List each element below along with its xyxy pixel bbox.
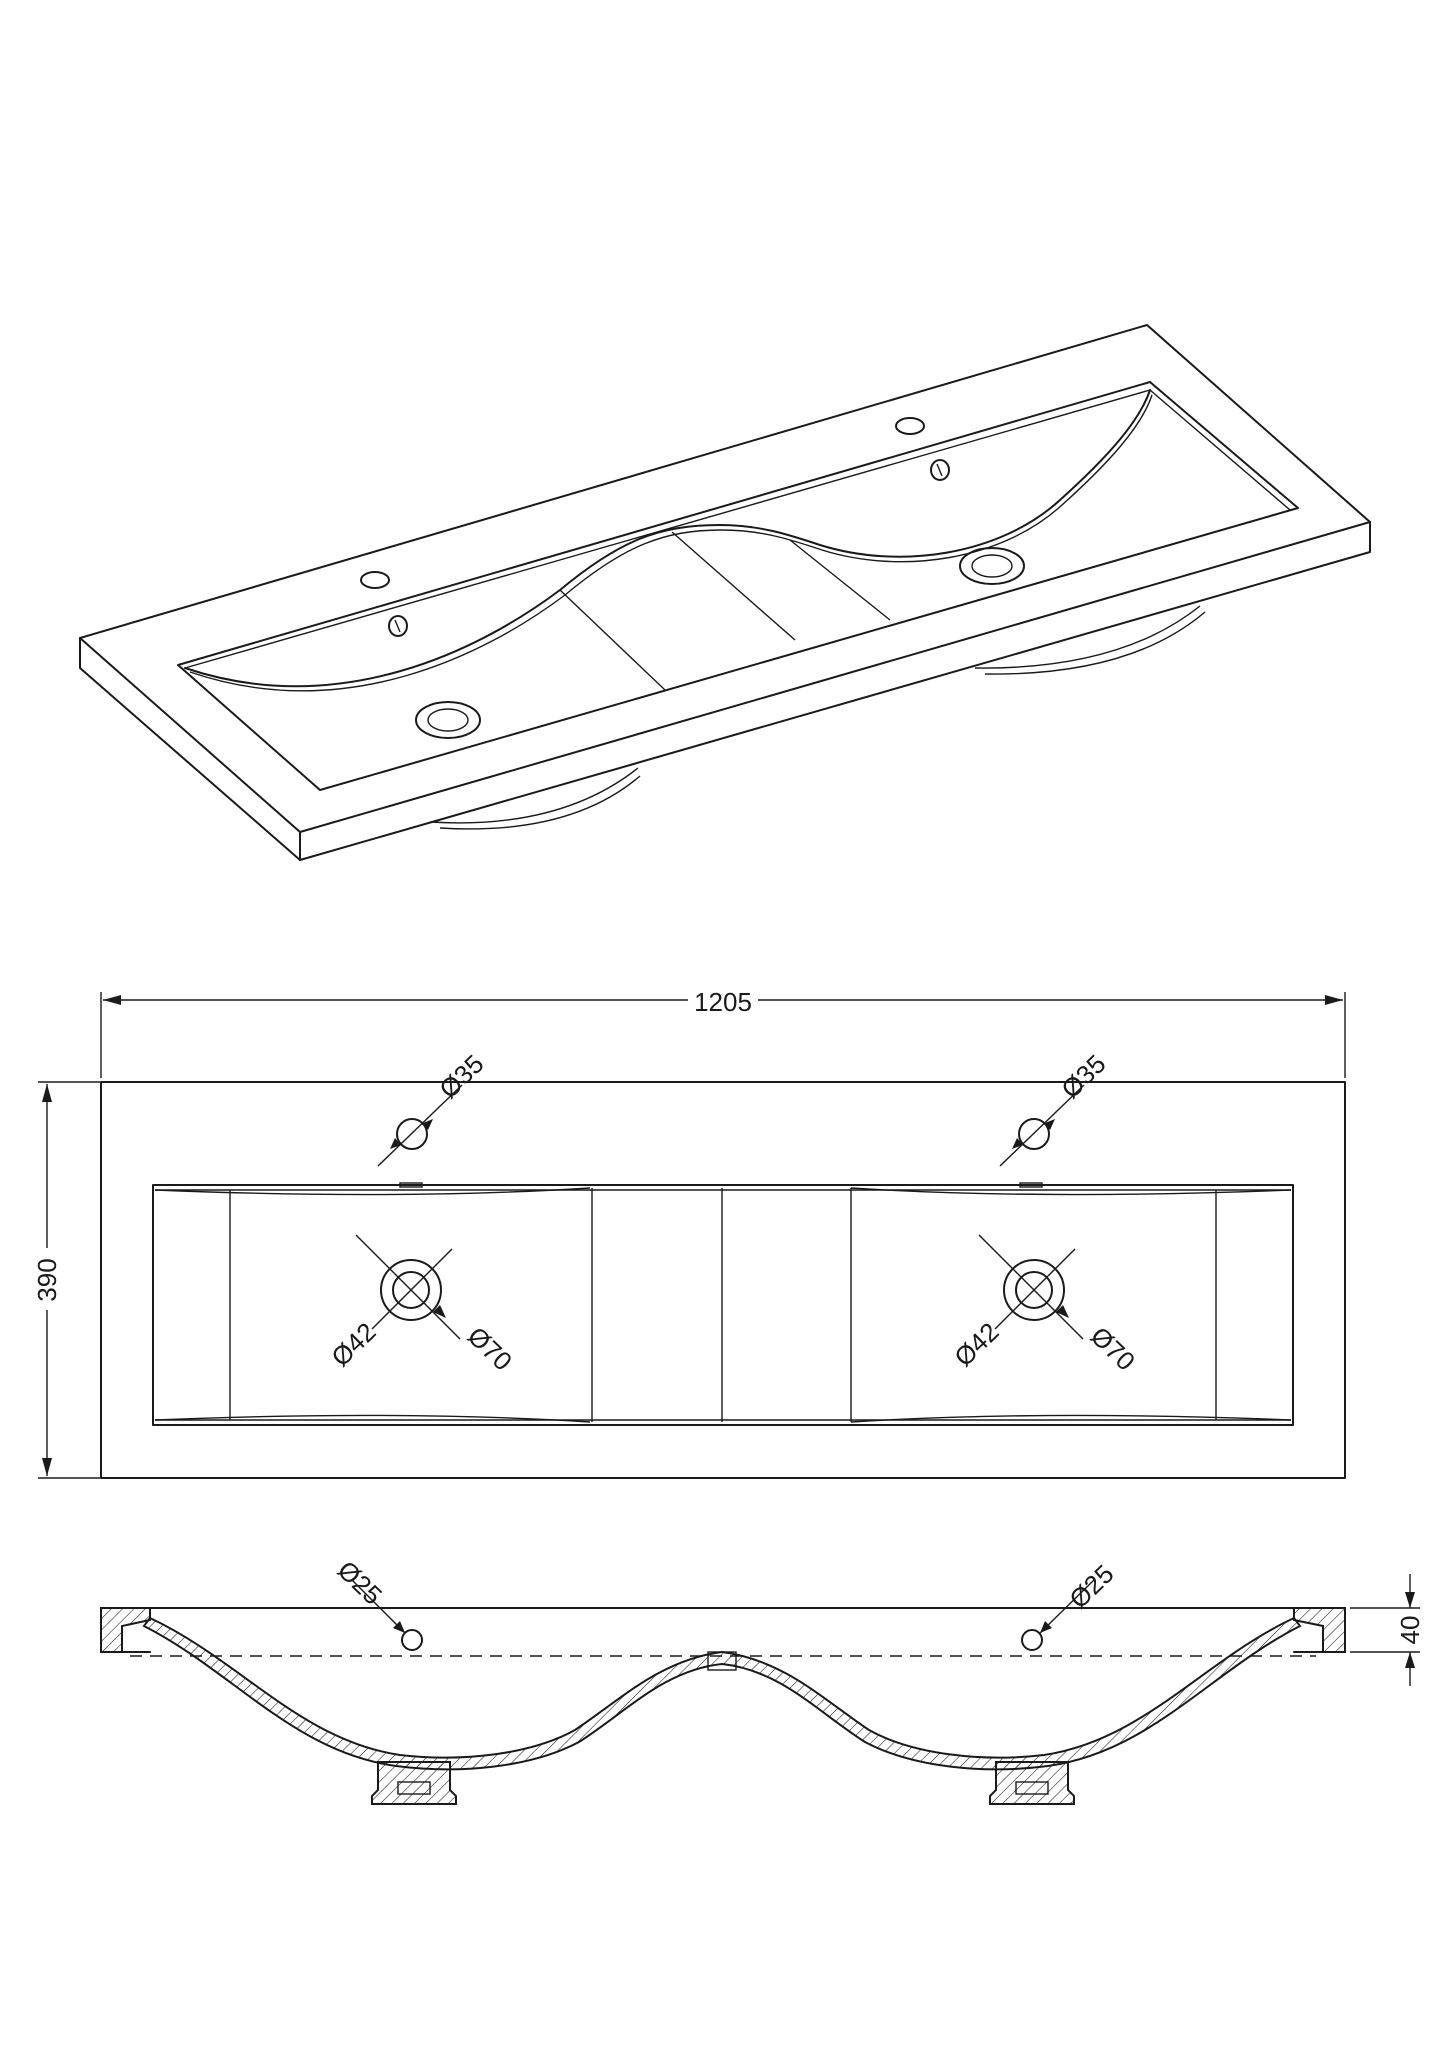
section-waste-left	[371, 1761, 457, 1805]
dim-depth-arrow-bottom	[42, 1458, 52, 1476]
dim-height-arrow-top	[1405, 1592, 1415, 1608]
waste-left-leader-b	[371, 1248, 453, 1330]
bowl-underside-left	[429, 767, 639, 824]
section-overflow-right	[1021, 1629, 1043, 1651]
plan-bowl-top-left	[154, 1187, 591, 1196]
section-centre-support	[707, 1651, 737, 1671]
plan-basin-recess	[152, 1184, 1294, 1426]
bowl-divider-1	[559, 589, 666, 691]
waste-right-iso-inner	[971, 554, 1013, 578]
waste-left-iso-inner	[427, 708, 469, 732]
plan-bowl-top-right	[850, 1187, 1292, 1196]
dim-overall-depth: 390	[32, 1258, 62, 1301]
dim-tap-hole-left: Ø35	[433, 1049, 489, 1105]
tap-hole-left-arrow-b	[423, 1119, 433, 1130]
basin-recess-outline	[177, 381, 1299, 791]
waste-left-iso	[415, 701, 481, 739]
plan-bowl-bottom-right	[850, 1414, 1292, 1423]
bowl-divider-3	[789, 539, 891, 621]
section-overflow-right-leader	[1039, 1579, 1095, 1634]
dim-width-arrow-left	[103, 995, 121, 1005]
dim-overflow-right: Ø25	[1063, 1559, 1119, 1615]
waste-right-outer	[1003, 1259, 1065, 1321]
section-waste-right	[989, 1761, 1075, 1805]
bowl-divider-2	[671, 531, 796, 641]
tap-hole-right-iso	[895, 417, 925, 435]
bowl-wave-edge	[184, 389, 1151, 688]
section-left-rim	[100, 1607, 151, 1653]
tap-hole-right-plan	[1018, 1118, 1050, 1150]
tap-hole-left-iso	[360, 571, 390, 589]
plan-outline	[100, 1081, 1346, 1479]
dim-waste-outer-right: Ø70	[1085, 1321, 1141, 1377]
waste-right-arrow	[1056, 1305, 1069, 1318]
tap-hole-left-arrow-a	[390, 1138, 401, 1149]
section-view: Ø25 Ø25 40	[100, 1555, 1425, 1805]
tap-hole-right-leader	[999, 1084, 1085, 1167]
section-overflow-right-arrow	[1040, 1621, 1052, 1633]
dim-waste-inner-left: Ø42	[325, 1317, 381, 1373]
overflow-left-iso-mark	[394, 619, 401, 633]
tap-hole-left-leader	[377, 1084, 463, 1167]
overflow-right-iso-mark	[936, 463, 943, 477]
waste-left-leader-a	[355, 1234, 461, 1340]
bowl-wave-edge-inner	[189, 394, 1153, 692]
plan-bowl-bottom-left	[154, 1414, 591, 1423]
basin-front-edge	[299, 521, 1371, 861]
basin-recess-rim	[184, 389, 1291, 669]
dim-waste-outer-left: Ø70	[462, 1321, 518, 1377]
waste-right-leader-a	[978, 1234, 1084, 1340]
dim-overall-width: 1205	[694, 987, 752, 1017]
dim-tap-hole-right: Ø35	[1055, 1049, 1111, 1105]
overflow-right-iso	[930, 459, 950, 481]
plan-view: 1205 390 Ø35 Ø	[32, 987, 1346, 1479]
waste-left-outer	[380, 1259, 442, 1321]
section-waste-right-slot	[1015, 1781, 1049, 1795]
dim-height: 40	[1395, 1616, 1425, 1645]
section-waste-left-slot	[397, 1781, 431, 1795]
section-top-edge	[100, 1607, 1346, 1631]
bowl-underside-right	[974, 605, 1201, 669]
section-shell-hatched	[142, 1616, 1302, 1771]
section-right-rim	[1293, 1607, 1346, 1653]
tap-hole-right-arrow-b	[1045, 1119, 1055, 1130]
basin-left-edge	[79, 637, 301, 861]
plan-overflow-slot-left	[399, 1182, 423, 1188]
section-overflow-left-leader	[351, 1579, 406, 1634]
dim-waste-inner-right: Ø42	[948, 1317, 1004, 1373]
waste-left-inner	[392, 1271, 430, 1309]
waste-right-leader-b	[994, 1248, 1076, 1330]
tap-hole-left-plan	[396, 1118, 428, 1150]
bowl-underside-right-inner	[984, 611, 1206, 675]
bowl-underside-left-inner	[439, 775, 641, 830]
waste-left-arrow	[433, 1305, 446, 1318]
overflow-left-iso	[388, 615, 408, 637]
dim-height-arrow-bottom	[1405, 1652, 1415, 1668]
section-overflow-left-arrow	[393, 1621, 405, 1633]
plan-overflow-slot-right	[1019, 1182, 1043, 1188]
dim-width-arrow-right	[1325, 995, 1343, 1005]
section-overflow-left	[401, 1629, 423, 1651]
dim-overflow-left: Ø25	[332, 1555, 388, 1611]
tap-hole-right-arrow-a	[1012, 1138, 1023, 1149]
waste-right-iso	[959, 547, 1025, 585]
waste-right-inner	[1015, 1271, 1053, 1309]
dim-depth-arrow-top	[42, 1084, 52, 1102]
isometric-view	[79, 324, 1371, 861]
